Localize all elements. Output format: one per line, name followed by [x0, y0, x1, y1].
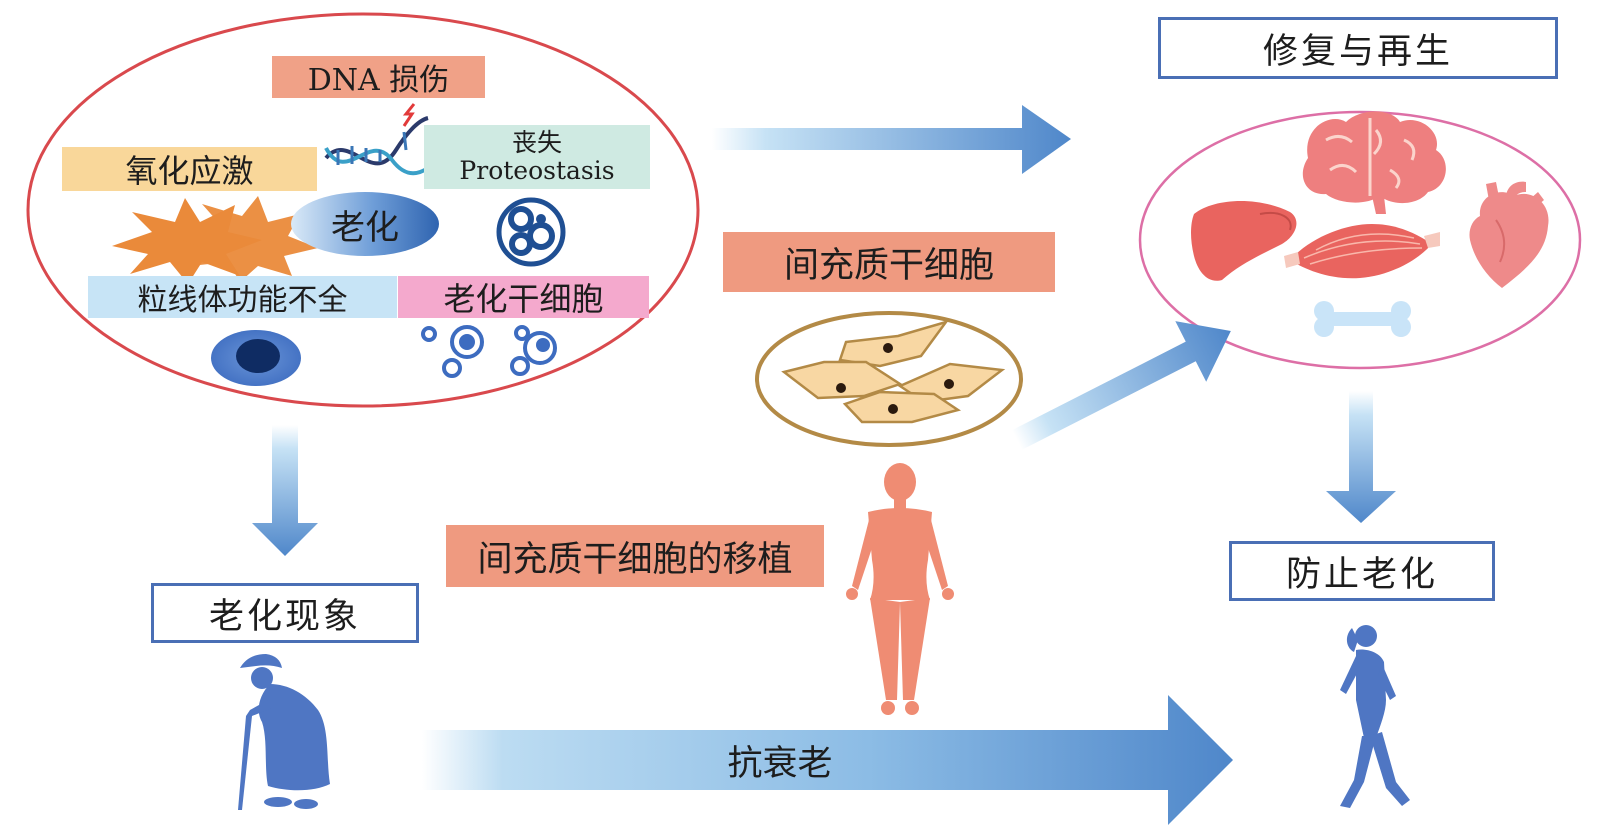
arrow-msc-to-organs — [1012, 321, 1231, 450]
mitochondria-icon — [211, 330, 301, 386]
arrow-to-prevent-aging — [1326, 391, 1396, 523]
brain-icon — [1302, 111, 1446, 214]
cell-dish-icon — [755, 311, 1023, 447]
anti-aging-arrow — [422, 695, 1233, 825]
muscle-icon — [1284, 224, 1440, 279]
mitochondrial-dysfunction-label: 粒线体功能不全 — [88, 276, 397, 318]
proteostasis-loss-label: 丧失 Proteostasis — [424, 125, 650, 189]
oxidative-burst-icon — [112, 196, 318, 284]
msc-transplant-label: 间充质干细胞的移植 — [446, 525, 824, 587]
aging-label: 老化 — [331, 207, 399, 248]
stem-cell-aging-label: 老化干细胞 — [398, 276, 649, 318]
aging-phenomenon-label: 老化现象 — [151, 583, 419, 643]
bone-icon — [1314, 301, 1411, 337]
aging-ellipse — [291, 192, 439, 256]
human-figure-icon — [846, 463, 954, 715]
heart-icon — [1469, 181, 1549, 288]
proteostasis-loss-cn: 丧失 — [511, 128, 562, 157]
anti-aging-label: 抗衰老 — [727, 743, 833, 784]
protein-aggregate-icon — [496, 197, 566, 267]
arrow-to-aging-phenomenon — [252, 425, 318, 556]
arrow-to-repair — [712, 105, 1071, 174]
msc-label: 间充质干细胞 — [723, 232, 1055, 292]
liver-icon — [1191, 200, 1297, 281]
stem-cells-icon — [421, 325, 557, 378]
prevent-aging-label: 防止老化 — [1229, 541, 1495, 601]
oxidative-stress-label: 氧化应激 — [62, 147, 317, 191]
proteostasis-loss-en: Proteostasis — [459, 156, 615, 185]
dna-damage-label: DNA 损伤 — [272, 56, 485, 98]
repair-regeneration-label: 修复与再生 — [1158, 17, 1558, 79]
dna-helix-icon — [324, 103, 430, 176]
elderly-person-icon — [238, 654, 330, 810]
walking-woman-icon — [1340, 625, 1410, 808]
